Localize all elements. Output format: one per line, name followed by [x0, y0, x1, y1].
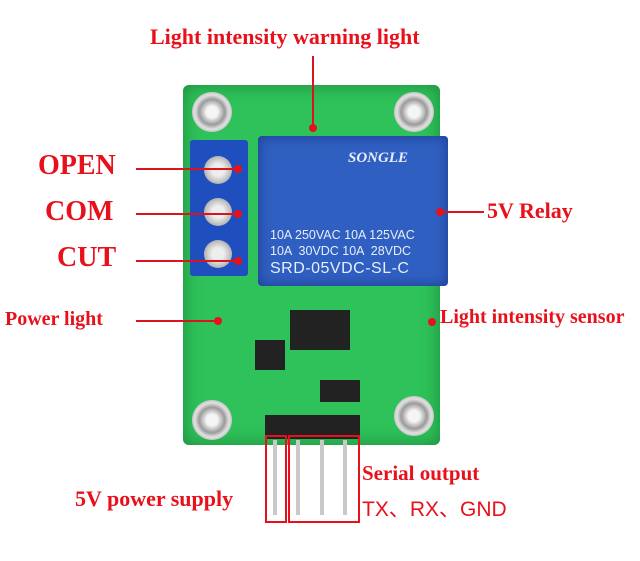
- pointer-line: [136, 213, 236, 215]
- pointer-line: [312, 56, 314, 126]
- ic-chip: [290, 310, 350, 350]
- pointer-line: [136, 320, 216, 322]
- header-pin: [343, 440, 347, 515]
- mounting-screw: [192, 92, 232, 132]
- pointer-dot: [234, 257, 242, 265]
- ic-chip: [320, 380, 360, 402]
- mounting-screw: [192, 400, 232, 440]
- label-cut: CUT: [57, 242, 117, 273]
- mounting-screw: [394, 396, 434, 436]
- relay-rating-1: 10A 250VAC 10A 125VAC: [270, 228, 415, 242]
- relay-rating-2: 10A 30VDC 10A 28VDC: [270, 244, 412, 258]
- pointer-dot: [234, 210, 242, 218]
- header-pin: [320, 440, 324, 515]
- pointer-dot: [309, 124, 317, 132]
- label-open: OPEN: [38, 150, 116, 181]
- terminal-screw: [204, 240, 232, 268]
- pointer-dot: [428, 318, 436, 326]
- terminal-screw: [204, 198, 232, 226]
- pointer-line: [440, 211, 484, 213]
- pointer-dot: [214, 317, 222, 325]
- mounting-screw: [394, 92, 434, 132]
- pointer-line: [136, 168, 236, 170]
- screw-terminal: [190, 140, 248, 276]
- label-power-light: Power light: [5, 308, 103, 330]
- ic-chip: [255, 340, 285, 370]
- serial-pins-box: [288, 435, 360, 523]
- pointer-dot: [436, 208, 444, 216]
- header-pin: [273, 440, 277, 515]
- label-power-supply: 5V power supply: [75, 486, 234, 511]
- label-serial-pins: TX、RX、GND: [362, 498, 507, 521]
- relay: SONGLE 10A 250VAC 10A 125VAC 10A 30VDC 1…: [258, 136, 448, 286]
- label-com: COM: [45, 196, 114, 227]
- label-warning-light: Light intensity warning light: [150, 24, 420, 49]
- terminal-screw: [204, 156, 232, 184]
- relay-model: SRD-05VDC-SL-C: [270, 260, 410, 277]
- header-pin: [296, 440, 300, 515]
- relay-brand: SONGLE: [348, 150, 409, 166]
- pointer-dot: [234, 165, 242, 173]
- label-serial-output: Serial output: [362, 461, 480, 485]
- label-sensor: Light intensity sensor: [440, 306, 625, 328]
- power-pin-box: [265, 435, 287, 523]
- label-relay: 5V Relay: [487, 198, 573, 223]
- pointer-line: [136, 260, 236, 262]
